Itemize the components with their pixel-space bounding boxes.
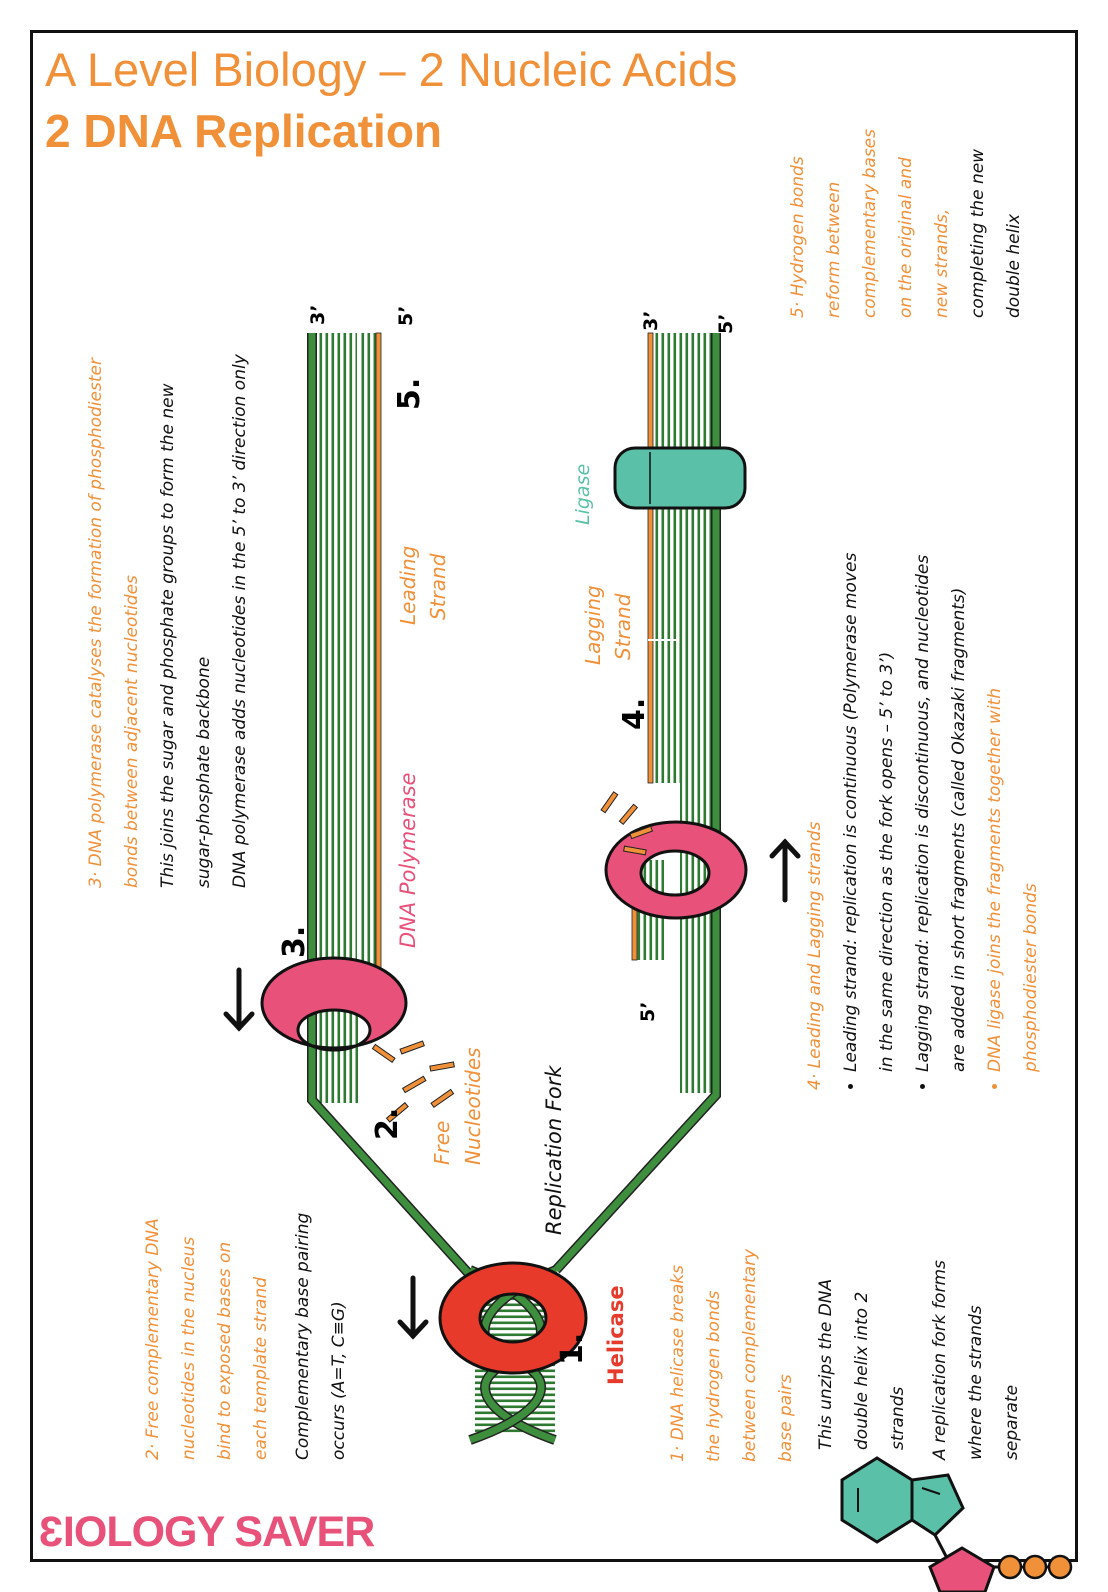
- dna-ligase-enzyme: [613, 446, 747, 510]
- step1-text-b-line1: A replication fork forms: [930, 1260, 950, 1460]
- step2-heading-line3: bind to exposed bases on: [215, 1241, 235, 1460]
- step4-heading: 4· Leading and Lagging strands: [805, 821, 825, 1090]
- step2-text-line1: Complementary base pairing: [293, 1212, 313, 1460]
- step2-heading-line2: nucleotides in the nucleus: [179, 1236, 199, 1460]
- step2-text-line2: occurs (A=T, C≡G): [329, 1301, 349, 1460]
- label-5prime-upper: 5’: [395, 305, 417, 326]
- step4-number: 4.: [617, 697, 652, 730]
- step1-notes: 1· DNA helicase breaks the hydrogen bond…: [660, 1249, 804, 1462]
- arrow-helicase: [397, 1275, 429, 1340]
- step1-heading-line2: the hydrogen bonds: [704, 1290, 724, 1462]
- replication-fork-label: Replication Fork: [542, 1065, 566, 1235]
- step1-text-a: This unzips the DNA double helix into 2 …: [808, 1279, 916, 1450]
- step4-bullets: Leading strand: replication is continuou…: [833, 553, 1049, 1090]
- step4-notes: 4· Leading and Lagging strands Leading s…: [797, 553, 1049, 1090]
- step5-line2: reform between: [824, 181, 844, 318]
- step3-text-line1: This joins the sugar and phosphate group…: [158, 383, 178, 888]
- step4-bullet1-line2: in the same direction as the fork opens …: [877, 651, 897, 1072]
- step4-bullet1: Leading strand: replication is continuou…: [833, 553, 905, 1072]
- helicase-enzyme: [438, 1261, 588, 1375]
- step1-text-b: A replication fork forms where the stran…: [922, 1260, 1030, 1460]
- step1-heading-line3: between complementary: [740, 1248, 760, 1462]
- step1-text-a-line1: This unzips the DNA: [816, 1278, 836, 1450]
- brand-logo: 3IOLOGY SAVER: [40, 1508, 375, 1557]
- step4-bullet3: DNA ligase joins the fragments together …: [977, 553, 1049, 1072]
- page-frame: [30, 30, 1078, 1562]
- dna-polymerase-label: DNA Polymerase: [396, 772, 420, 948]
- step5-line1: 5· Hydrogen bonds: [788, 156, 808, 318]
- helicase-label: Helicase: [604, 1285, 628, 1385]
- brand-logo-b: 3: [40, 1508, 63, 1556]
- page-subtitle: 2 DNA Replication: [45, 105, 443, 157]
- step5-line6: completing the new: [968, 148, 988, 318]
- step1-heading-line1: 1· DNA helicase breaks: [668, 1265, 688, 1462]
- step1-number: 1.: [555, 1332, 590, 1365]
- free-nucleotides: [371, 791, 654, 1123]
- label-3prime-upper: 3’: [307, 304, 329, 325]
- step2-notes: 2· Free complementary DNA nucleotides in…: [135, 1218, 279, 1460]
- step2-number: 2.: [370, 1107, 405, 1140]
- step1-text-b-line3: separate: [1002, 1384, 1022, 1460]
- step2-heading-line4: each template strand: [251, 1276, 271, 1460]
- step4-bullet2: Lagging strand: replication is discontin…: [905, 553, 977, 1072]
- step5-line5: new strands,: [932, 208, 952, 318]
- step4-bullet3-line2: phosphodiester bonds: [1021, 883, 1041, 1072]
- step4-bullet1-line1: Leading strand: replication is continuou…: [841, 552, 861, 1072]
- free-nucleotides-label-line2: Nucleotides: [461, 1047, 485, 1165]
- step3-text-line3: DNA polymerase adds nucleotides in the 5…: [230, 354, 250, 888]
- arrow-polymerase-lower: [769, 838, 801, 903]
- step3-heading-line1: 3· DNA polymerase catalyses the formatio…: [86, 358, 106, 888]
- nucleotide-icon: [840, 1456, 1073, 1592]
- step4-bullet2-line2: are added in short fragments (called Oka…: [949, 587, 969, 1072]
- step3-heading-line2: bonds between adjacent nucleotides: [122, 575, 142, 888]
- page-title: A Level Biology – 2 Nucleic Acids: [45, 43, 738, 96]
- step5-line3: complementary bases: [860, 129, 880, 318]
- step3-notes: 3· DNA polymerase catalyses the formatio…: [78, 358, 150, 888]
- leading-strand-label-line2: Strand: [426, 553, 450, 620]
- step1-text-b-line2: where the strands: [966, 1305, 986, 1460]
- ligase-label: Ligase: [572, 463, 594, 525]
- step5-number: 5.: [392, 377, 427, 410]
- step1-text-a-line3: strands: [888, 1386, 908, 1450]
- step5-line7: double helix: [1004, 213, 1024, 318]
- step4-bullet2-line1: Lagging strand: replication is discontin…: [913, 554, 933, 1072]
- step3-text-line2: sugar-phosphate backbone: [194, 656, 214, 888]
- dna-polymerase-upper: [260, 956, 408, 1052]
- brand-logo-text: IOLOGY SAVER: [62, 1508, 375, 1556]
- label-5prime-lower: 5’: [715, 313, 737, 334]
- step1-heading-line4: base pairs: [776, 1374, 796, 1462]
- label-3prime-lower: 3’: [640, 310, 662, 331]
- step1-text-a-line2: double helix into 2: [852, 1291, 872, 1450]
- step5-line4: on the original and: [896, 157, 916, 318]
- label-5prime-lower-new: 5’: [637, 1001, 659, 1022]
- step4-bullet3-line1: DNA ligase joins the fragments together …: [985, 688, 1005, 1072]
- step5-notes: 5· Hydrogen bonds reform between complem…: [780, 129, 1032, 318]
- dna-polymerase-lower: [604, 820, 748, 920]
- step3-text: This joins the sugar and phosphate group…: [150, 354, 258, 888]
- lagging-strand-label-line2: Strand: [611, 593, 635, 660]
- step3-number: 3.: [277, 925, 312, 958]
- step2-heading-line1: 2· Free complementary DNA: [143, 1218, 163, 1460]
- step2-text: Complementary base pairing occurs (A=T, …: [285, 1213, 357, 1460]
- arrow-polymerase-upper: [223, 967, 255, 1032]
